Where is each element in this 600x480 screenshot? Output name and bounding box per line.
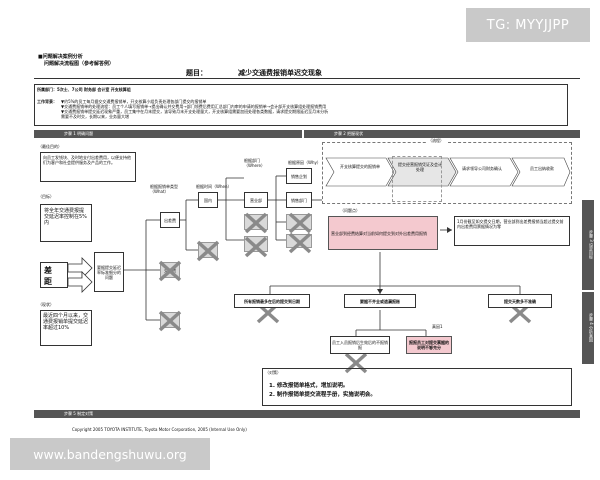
countermeasure-label: （对策）: [265, 370, 281, 375]
step5-bar: 步骤 5 制定对策: [34, 410, 580, 418]
header-line1: ■问题解决案例分析: [38, 54, 83, 60]
node-sales-plan: 销售企划: [286, 168, 312, 184]
cross-icon: [158, 310, 182, 332]
ideal-box: 向员工发钱块、及时地支付出差费用，以便支持他们为客户和社会提供服务及产品的工作。: [40, 152, 136, 182]
flow-step: 开支核算提交的报销单: [340, 164, 380, 169]
col1-label: 根据报销单类型（What）: [150, 184, 178, 194]
flow-step: 提交经营报销凭证及会计处理: [398, 162, 442, 172]
gap-char: 差: [44, 266, 52, 275]
node-sales-ops: 销售部门: [286, 192, 312, 208]
gap-box: 差 距: [40, 262, 68, 288]
header-line2: 问题解决流程图（参考解答例）: [44, 61, 115, 67]
gap-char: 距: [44, 277, 52, 286]
work-background-label: 工作背景：: [37, 99, 57, 104]
node-outgoing: 出差费: [160, 212, 180, 228]
current-label: （现状）: [38, 302, 54, 307]
col3-label: 根据部门（Where）: [244, 158, 265, 168]
col4-label: 根据原因（Why）: [288, 160, 321, 165]
node-sales: 营业部: [244, 192, 268, 208]
why-box-left: 所有报销最多在后的提交到日期: [234, 294, 310, 308]
copyright-footer: Copyright 2005 TOYOTA INSTITUTE, Toyota …: [72, 427, 247, 432]
current-box: 最近四个月以来，交通费报销单提交延迟率超过10%: [40, 310, 92, 346]
ideal-label: （最佳目的）: [38, 144, 62, 149]
step1-bar: 步骤 1 明确问题: [34, 130, 302, 138]
step2-bar: 步骤 2 把握现状: [304, 130, 580, 138]
target-box: 将全年交通费报提交延迟率控制在5%内: [40, 204, 92, 242]
flow-box: [322, 142, 572, 204]
tree-root-box: 要据提交延迟率标准细分的问题: [94, 252, 124, 292]
flow-step: 员工出纳收款: [530, 166, 554, 171]
work-bg-line: ▼约5%的员工每月据交交通费报销单，开支核算小组负责处理各部门提交的报销单: [61, 99, 207, 104]
work-bg-line: ▼交通费报销单提交延迟现象严重，员工集中在月末提交，该导致月末开支处理量大，开支…: [61, 109, 329, 114]
cross-icon: [288, 212, 312, 234]
root-cause-label: 真因1: [432, 324, 443, 329]
flow-label: （流程）: [426, 138, 446, 143]
page-title: 减少交通费报销单迟交现象: [238, 69, 322, 77]
work-bg-line: ▼交通费报销单的处理流程：员工个人填写报销单→提出确认并交费用→部门领费后费用汇…: [61, 104, 327, 109]
why-box-mid: 要据不齐全或遗漏报账: [344, 294, 416, 308]
step4-sidebar: 步骤 4 分析真因: [582, 292, 594, 364]
countermeasure-item: 1. 修改报销单格式，增加说明。: [269, 383, 349, 389]
sub-box-b: 报报员工对提交票据的说明不够充分: [406, 336, 452, 354]
background-box: 所属部门：5次士、7公司 财务部 会计室 开支核算组 工作背景： ▼约5%的员工…: [34, 84, 568, 126]
countermeasure-item: 2. 制作报销单提交流程手册，实施说明会。: [269, 392, 376, 398]
why-box-right: 提交天数多不准确: [488, 294, 552, 308]
watermark-top: TG: MYYJJPP: [466, 8, 590, 42]
flow-step: 请求领导公司财务确认: [462, 166, 502, 171]
watermark-bottom: www.bandengshuwu.org: [10, 438, 210, 470]
target-label: （目标）: [38, 194, 54, 199]
department-line: 所属部门：5次士、7公司 财务部 会计室 开支核算组: [37, 87, 131, 92]
problem-box: 营业部到经费结算对当前如何提交到对外出差费用报销: [328, 216, 438, 250]
gap-arrows: [68, 257, 93, 293]
flow-highlight: [392, 156, 442, 202]
cross-icon: [158, 260, 182, 282]
cross-icon: [344, 352, 368, 374]
step3-sidebar: 步骤 3 设定目标: [582, 200, 594, 290]
title-label: 题目：: [186, 69, 207, 77]
countermeasure-box: （对策） 1. 修改报销单格式，增加说明。 2. 制作报销单提交流程手册，实施说…: [262, 368, 572, 406]
header-divider: [34, 78, 580, 79]
work-bg-line: 需要不及时交，长期以来，业务量大增: [61, 114, 129, 119]
cause-box: 1月份截至如交提交日期，营业部到出差费报销当超过提交前内出差费用票据情况为零: [454, 216, 570, 246]
node-domestic: 国内: [198, 192, 218, 208]
flow-chevrons: [325, 157, 571, 187]
sub-box-a: 员工入员报销后生效后的不报销报: [330, 336, 390, 354]
cross-icon: [288, 232, 312, 254]
cross-icon: [196, 240, 220, 262]
cross-icon: [244, 236, 268, 258]
cross-icon: [244, 212, 268, 234]
problem-label: （问题点）: [340, 208, 360, 213]
col2-label: 根据时间（When）: [196, 184, 232, 189]
work-background-text: ▼约5%的员工每月据交交通费报销单，开支核算小组负责处理各部门提交的报销单 ▼交…: [61, 99, 561, 119]
